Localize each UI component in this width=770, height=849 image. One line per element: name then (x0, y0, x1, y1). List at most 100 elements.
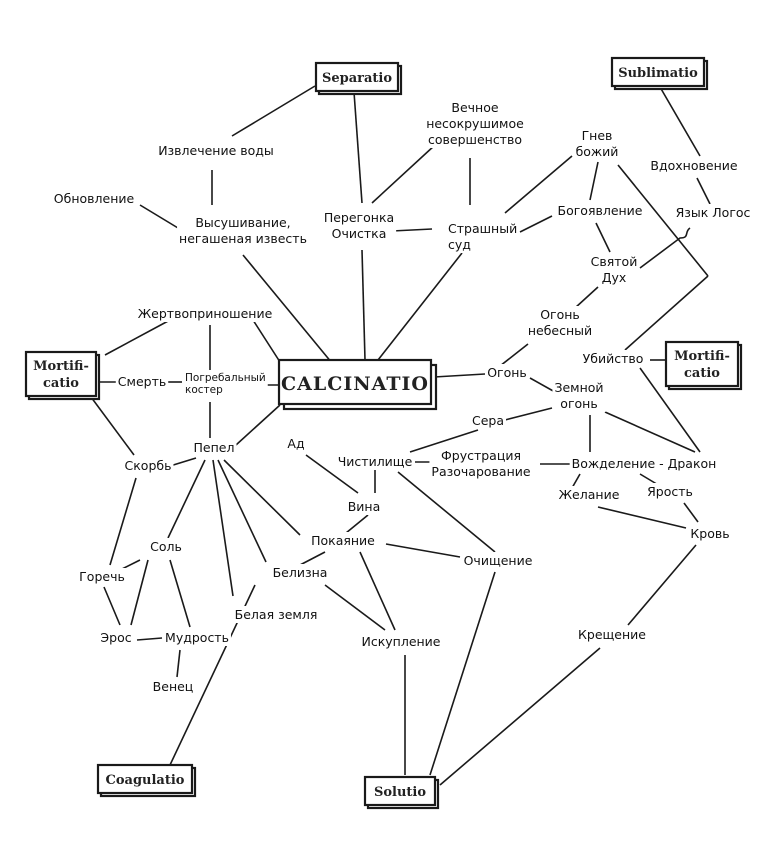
edge (242, 254, 333, 364)
mortificatio-right-box: Mortifi- catio (664, 340, 743, 391)
node-belaya-zemlya: Белая земля (232, 606, 320, 623)
sublimatio-label: Sublimatio (618, 66, 698, 81)
node-label: Язык Логос (676, 205, 751, 220)
node-label: Разочарование (431, 464, 530, 479)
node-ad: Ад (285, 435, 307, 452)
node-label: Смерть (118, 374, 166, 389)
node-label-backing (645, 483, 695, 500)
node-ubiystvo: Убийство (580, 350, 646, 367)
edge (429, 571, 496, 776)
node-label: суд (448, 237, 471, 252)
mortificatio-left-label-2: catio (43, 376, 79, 391)
node-sol: Соль (148, 538, 184, 555)
node-vina: Вина (345, 498, 383, 515)
node-label: Высушивание, (195, 215, 290, 230)
node-label-backing (115, 373, 169, 390)
edge (627, 544, 697, 626)
node-mudrost: Мудрость (163, 629, 231, 646)
node-label-backing (446, 220, 520, 253)
edge (504, 407, 553, 421)
sublimatio-box: Sublimatio (610, 56, 709, 91)
node-ochischenie: Очищение (461, 552, 535, 569)
node-label-backing (270, 564, 330, 581)
edge (361, 249, 366, 361)
node-izvlechenie: Извлечение воды (156, 142, 276, 159)
node-label-backing (485, 364, 529, 381)
edge (109, 477, 137, 566)
node-label: огонь (560, 396, 597, 411)
node-label-backing (345, 498, 383, 515)
solutio-box: Solutio (363, 775, 440, 810)
node-obnovlenie: Обновление (51, 190, 137, 207)
separatio-box: Separatio (314, 61, 403, 96)
node-label: Очищение (464, 553, 533, 568)
node-pepel: Пепел (191, 439, 237, 456)
edge (504, 155, 573, 214)
node-label-backing (576, 626, 649, 643)
node-label-backing (177, 214, 309, 247)
node-label-backing (232, 606, 320, 623)
node-label: Убийство (583, 351, 644, 366)
node-label: Горечь (79, 569, 125, 584)
node-label: Огонь (540, 307, 580, 322)
node-label-backing (183, 371, 268, 397)
edge (696, 177, 711, 205)
node-label: Извлечение воды (158, 143, 274, 158)
edge (604, 411, 696, 453)
node-belizna: Белизна (270, 564, 330, 581)
node-label-backing (688, 525, 732, 542)
edge (139, 204, 179, 229)
node-label-backing (461, 552, 535, 569)
node-eros: Эрос (98, 629, 134, 646)
node-vozhdelenie: Вожделение - Дракон (569, 455, 719, 472)
node-label: Богоявление (558, 203, 643, 218)
node-label: Вина (348, 499, 381, 514)
node-label-backing (580, 350, 646, 367)
edge (305, 454, 359, 494)
node-gorech: Горечь (77, 568, 127, 585)
edge (130, 559, 149, 626)
node-label-backing (556, 486, 622, 503)
edge (574, 286, 599, 309)
node-label-backing (77, 568, 127, 585)
edge (223, 459, 301, 536)
node-label: Фрустрация (441, 448, 521, 463)
node-pokayanie: Покаяние (309, 532, 378, 549)
mortificatio-left-label-1: Mortifi- (33, 359, 89, 374)
edge (639, 367, 701, 453)
edge (683, 502, 699, 523)
edge (359, 551, 396, 631)
node-ogon: Огонь (485, 364, 529, 381)
edge (136, 637, 163, 641)
node-krov: Кровь (688, 525, 732, 542)
edge (409, 429, 479, 453)
node-skorb: Скорбь (122, 457, 174, 474)
node-zhertvo: Жертвоприношение (135, 305, 275, 322)
node-label: Перегонка (324, 210, 394, 225)
node-label: Искупление (361, 634, 440, 649)
edge (639, 227, 691, 269)
node-label: Венец (153, 679, 194, 694)
edge (617, 164, 709, 277)
node-label: Эрос (100, 630, 131, 645)
edge (252, 319, 281, 363)
node-label: Обновление (54, 191, 135, 206)
separatio-label: Separatio (322, 71, 392, 86)
node-iskuplenie: Искупление (359, 633, 443, 650)
node-label: Страшный (448, 221, 517, 236)
node-yazyk: Язык Логос (673, 204, 753, 221)
node-label: Погребальный (185, 372, 266, 384)
node-label: Соль (150, 539, 182, 554)
node-venec: Венец (150, 678, 196, 695)
node-label: Пепел (194, 440, 235, 455)
node-label-backing (148, 538, 184, 555)
node-label: Крещение (578, 627, 646, 642)
node-label: костер (185, 384, 223, 396)
solutio-label: Solutio (374, 785, 426, 800)
